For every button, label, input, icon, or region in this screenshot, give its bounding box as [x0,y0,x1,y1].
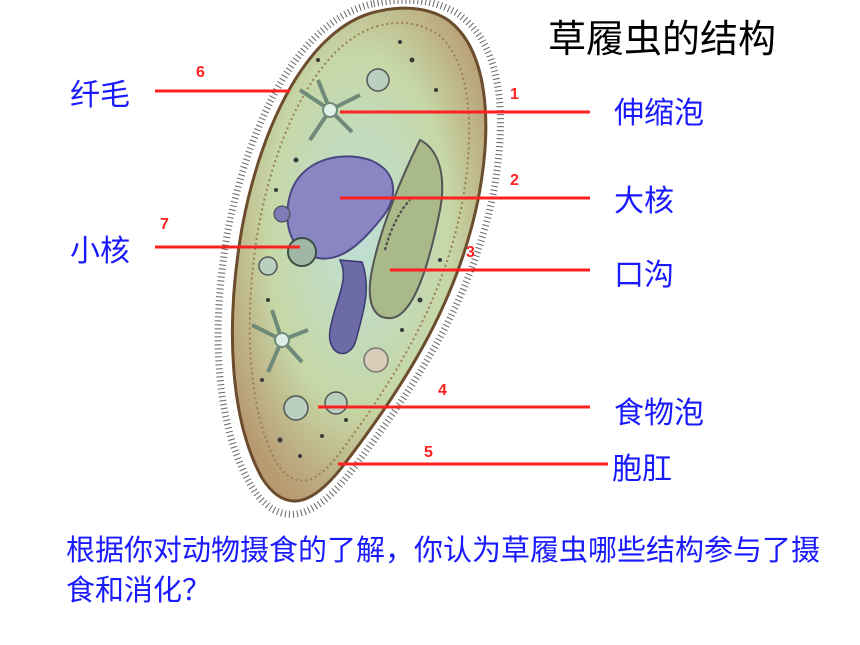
cilia [214,0,504,518]
label-contractile-vacuole: 伸缩泡 [614,96,704,131]
number-1: 1 [510,86,519,103]
gullet [328,259,367,355]
question-text: 根据你对动物摄食的了解，你认为草履虫哪些结构参与了摄食和消化？ [66,533,821,607]
label-cilia: 纤毛 [70,78,130,113]
contractile-vacuole-top [298,79,361,142]
number-3: 3 [466,244,475,261]
number-5: 5 [424,444,433,461]
number-2: 2 [510,172,519,189]
contractile-vacuole-bottom [251,309,309,373]
food-vacuole-1 [366,68,390,92]
diagram-title: 草履虫的结构 [548,17,777,61]
food-vacuole-2 [258,256,278,276]
label-oral-groove: 口沟 [614,258,674,293]
number-7: 7 [160,216,169,233]
number-4: 4 [438,382,447,399]
label-macronucleus: 大核 [614,184,674,219]
food-vacuole-5 [363,347,389,373]
number-6: 6 [196,64,205,81]
granules [260,40,442,458]
label-food-vacuole: 食物泡 [614,396,704,431]
cell-body [230,6,488,503]
leader-lines [155,89,608,466]
food-vacuole-4 [324,391,348,415]
oral-groove [368,138,444,320]
food-vacuole-3 [283,395,309,421]
label-anal-pore: 胞肛 [612,452,672,487]
micronucleus-shape [287,237,317,267]
label-micronucleus: 小核 [70,234,130,269]
